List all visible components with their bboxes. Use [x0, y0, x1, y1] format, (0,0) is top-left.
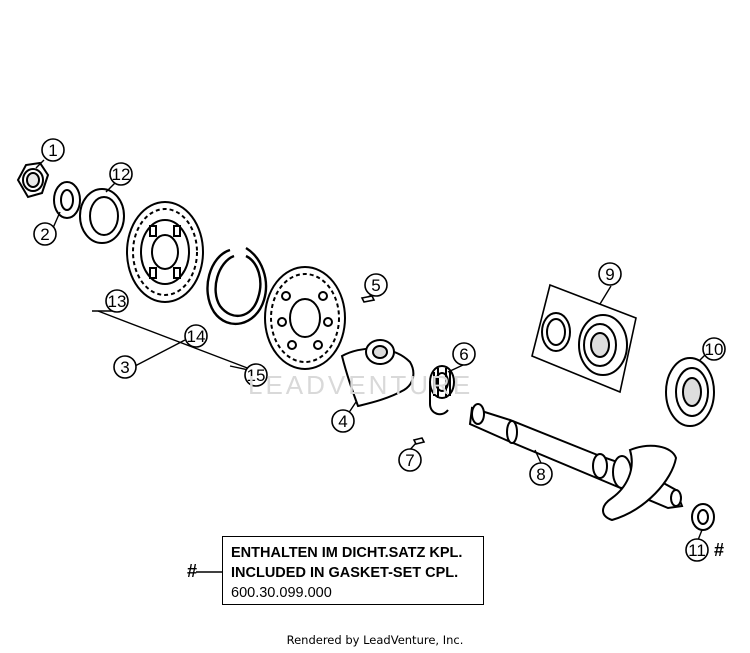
small-key-part — [412, 437, 426, 445]
svg-text:1: 1 — [48, 141, 57, 160]
washer-part — [53, 181, 81, 219]
svg-text:10: 10 — [705, 340, 724, 359]
callout-2: 2 — [33, 222, 57, 246]
svg-text:6: 6 — [459, 345, 468, 364]
note-line-german: ENTHALTEN IM DICHT.SATZ KPL. — [231, 545, 463, 561]
callout-1: 1 — [41, 138, 65, 162]
footer-credit: Rendered by LeadVenture, Inc. — [286, 633, 464, 647]
svg-text:9: 9 — [605, 265, 614, 284]
callout-7: 7 — [398, 448, 422, 472]
shim-washer-part — [79, 188, 125, 244]
callout-13: 13 — [105, 289, 129, 313]
snap-ring-part — [206, 246, 268, 325]
roller-bearing-part — [665, 357, 715, 427]
callout-12: 12 — [109, 162, 133, 186]
callout-4: 4 — [331, 409, 355, 433]
svg-text:4: 4 — [338, 412, 347, 431]
callout-5: 5 — [364, 273, 388, 297]
callouts: 1 2 3 4 5 6 7 8 9 10 11 12 13 14 15 — [33, 138, 726, 562]
hex-nut-part — [16, 161, 50, 199]
callout-8: 8 — [529, 462, 553, 486]
large-gear-part — [126, 201, 204, 303]
svg-text:3: 3 — [120, 358, 129, 377]
watermark-text: LEADVENTURE — [248, 370, 474, 400]
callout-6: 6 — [452, 342, 476, 366]
svg-text:2: 2 — [40, 225, 49, 244]
svg-text:8: 8 — [536, 465, 545, 484]
svg-text:5: 5 — [371, 276, 380, 295]
bushing-part — [691, 503, 715, 531]
svg-text:13: 13 — [108, 292, 127, 311]
callout-11: 11 — [685, 538, 709, 562]
part-11-marker: # — [714, 540, 725, 560]
svg-text:11: 11 — [688, 541, 706, 560]
shaft-part — [468, 403, 684, 522]
callout-3: 3 — [113, 355, 137, 379]
callout-15: 15 — [244, 363, 268, 387]
svg-text:14: 14 — [187, 327, 206, 346]
gasket-set-note-box: ENTHALTEN IM DICHT.SATZ KPL. INCLUDED IN… — [222, 536, 484, 605]
needle-bearing-part — [429, 365, 455, 416]
svg-text:12: 12 — [112, 165, 131, 184]
callout-14: 14 — [184, 324, 208, 348]
cam-counterweight-part — [340, 339, 415, 408]
svg-text:15: 15 — [247, 366, 266, 385]
note-marker: # — [187, 561, 198, 581]
callout-10: 10 — [702, 337, 726, 361]
bearing-assembly-part — [531, 283, 637, 394]
note-part-number: 600.30.099.000 — [231, 585, 332, 601]
callout-9: 9 — [598, 262, 622, 286]
svg-text:7: 7 — [405, 451, 414, 470]
note-line-english: INCLUDED IN GASKET-SET CPL. — [231, 565, 459, 581]
intermediate-gear-part — [264, 266, 346, 370]
